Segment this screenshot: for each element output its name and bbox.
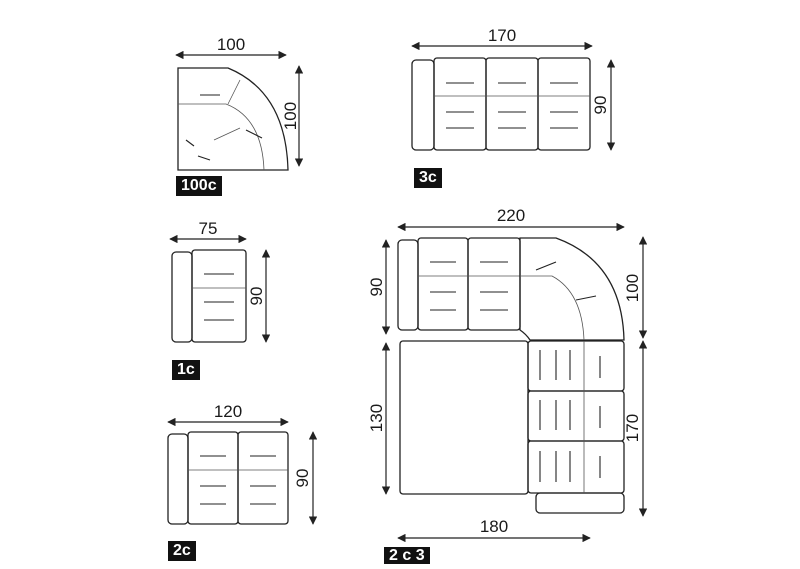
dim-3c-depth: 90 bbox=[591, 96, 610, 115]
seat-2c3-1 bbox=[417, 237, 469, 331]
dim-2c3-corner-depth: 100 bbox=[623, 274, 642, 302]
tuft-marks-1c bbox=[204, 273, 234, 321]
dim-2c3-top-width: 220 bbox=[497, 206, 525, 225]
dim-2c3-top-depth: 90 bbox=[367, 278, 386, 297]
side-seat-2 bbox=[527, 390, 625, 442]
badge-3c: 3c bbox=[414, 168, 442, 188]
module-2c3: 220 90 100 130 170 180 bbox=[367, 206, 648, 543]
tuft-marks-100c bbox=[185, 94, 263, 161]
wedge-divider-2 bbox=[213, 127, 241, 141]
badge-2c3: 2 c 3 bbox=[384, 547, 430, 564]
tuft-marks-3c bbox=[446, 82, 578, 129]
armrest-3c bbox=[411, 59, 435, 151]
module-1c: 75 90 bbox=[169, 219, 271, 343]
tuft-marks-2c bbox=[200, 455, 276, 505]
side-armrest bbox=[535, 492, 625, 514]
seat-3c-1 bbox=[433, 57, 487, 151]
chaise-2c3 bbox=[399, 340, 529, 495]
side-seat-3 bbox=[527, 440, 625, 494]
module-2c: 120 90 bbox=[167, 402, 318, 525]
badge-2c: 2c bbox=[168, 541, 196, 561]
dim-2c3-side-length: 170 bbox=[623, 414, 642, 442]
seat-3c-2 bbox=[485, 57, 539, 151]
dim-2c3-chaise-length: 130 bbox=[367, 404, 386, 432]
seat-2c3-2 bbox=[467, 237, 521, 331]
corner-wedge-2c3 bbox=[519, 237, 625, 341]
seat-2c-1 bbox=[187, 431, 239, 525]
armrest-2c bbox=[167, 433, 189, 525]
badge-100c: 100c bbox=[176, 176, 222, 196]
wedge-seat-line bbox=[178, 103, 265, 171]
dim-100c-width: 100 bbox=[217, 35, 245, 54]
dim-2c-width: 120 bbox=[214, 402, 242, 421]
dim-1c-depth: 90 bbox=[247, 287, 266, 306]
wedge-outline bbox=[177, 67, 289, 171]
badge-1c: 1c bbox=[172, 360, 200, 380]
armrest-2c3 bbox=[397, 239, 419, 331]
seat-3c-3 bbox=[537, 57, 591, 151]
corner-seat-line-2c3 bbox=[520, 275, 585, 341]
dim-100c-depth: 100 bbox=[281, 102, 300, 130]
seat-1c bbox=[191, 249, 247, 343]
dim-1c-width: 75 bbox=[199, 219, 218, 238]
armrest-1c bbox=[171, 251, 193, 343]
side-seat-1 bbox=[527, 340, 625, 392]
dim-2c-depth: 90 bbox=[293, 469, 312, 488]
seat-2c-2 bbox=[237, 431, 289, 525]
wedge-divider bbox=[227, 79, 241, 105]
module-100c: 100 100 bbox=[175, 35, 304, 171]
tuft-marks-2c3 bbox=[430, 261, 601, 482]
module-3c: 170 90 bbox=[411, 26, 616, 151]
dim-2c3-bottom-width: 180 bbox=[480, 517, 508, 536]
dim-3c-width: 170 bbox=[488, 26, 516, 45]
